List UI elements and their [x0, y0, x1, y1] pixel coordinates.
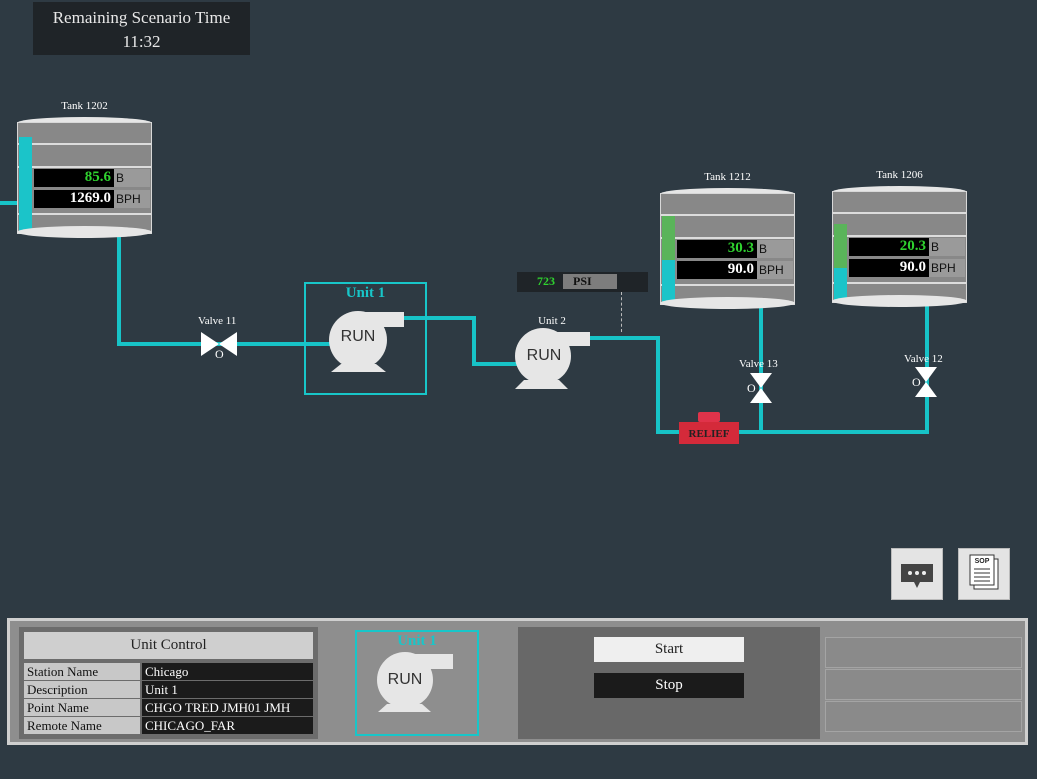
valve-12[interactable]: Valve 12 O: [902, 352, 954, 400]
unit-control-title: Unit Control: [24, 632, 313, 659]
tank-1206-level-unit: B: [929, 238, 965, 256]
valve-11-label: Valve 11: [198, 315, 237, 327]
chat-button[interactable]: [891, 548, 943, 600]
empty-slot: [825, 637, 1022, 668]
tank-1212-level-value: 30.3: [677, 240, 757, 258]
tank-1202-level-unit: B: [114, 169, 150, 187]
row-key: Point Name: [24, 699, 140, 716]
valve-12-state: O: [912, 375, 921, 389]
stop-button[interactable]: Stop: [594, 673, 744, 698]
timer-title: Remaining Scenario Time: [52, 8, 231, 27]
pressure-tap-line: [621, 292, 622, 332]
valve-bowtie-icon: [915, 367, 937, 397]
row-value: CHGO TRED JMH01 JMH: [142, 699, 313, 716]
unit-2-label: Unit 2: [538, 315, 566, 327]
unit-1-status: RUN: [340, 328, 376, 345]
sop-label: SOP: [974, 558, 990, 565]
valve-bowtie-icon: [201, 332, 237, 356]
unit-1-label: Unit 1: [345, 285, 386, 301]
pressure-readout: 723 PSI: [517, 272, 648, 292]
valve-11-state: O: [215, 347, 224, 361]
row-value: Chicago: [142, 663, 313, 680]
tank-1212-level-unit: B: [757, 240, 793, 258]
tank-1212-label: Tank 1212: [704, 171, 751, 183]
valve-11[interactable]: Valve 11 O: [196, 315, 244, 363]
empty-slot: [825, 669, 1022, 700]
selected-unit-status: RUN: [387, 671, 423, 688]
unit-control-panel: Unit Control Station Name Chicago Descri…: [7, 618, 1028, 745]
chat-bubble-icon: [901, 564, 933, 588]
pump-controls: Start Stop: [518, 627, 820, 739]
tank-1202-flow-value: 1269.0: [34, 190, 114, 208]
tank-1202-flow-unit: BPH: [114, 190, 150, 208]
relief-label: RELIEF: [688, 428, 730, 440]
tank-1202-label: Tank 1202: [61, 100, 108, 112]
tank-1202[interactable]: Tank 1202 85.6 B 1269.0 BPH: [17, 100, 152, 238]
row-key: Station Name: [24, 663, 140, 680]
tank-1212-flow-unit: BPH: [757, 261, 793, 279]
row-value: CHICAGO_FAR: [142, 717, 313, 734]
tank-1206[interactable]: Tank 1206 20.3 B 90.0 BPH: [832, 169, 967, 307]
relief-valve[interactable]: RELIEF: [678, 412, 740, 444]
table-row: Description Unit 1: [24, 681, 313, 698]
valve-13-label: Valve 13: [739, 358, 778, 370]
tank-1202-level-value: 85.6: [34, 169, 114, 187]
selected-unit-label: Unit 1: [397, 633, 437, 649]
start-button[interactable]: Start: [594, 637, 744, 662]
relief-valve-icon: [679, 412, 739, 444]
pump-icon: [377, 652, 453, 712]
row-key: Remote Name: [24, 717, 140, 734]
unit-control-table: Unit Control Station Name Chicago Descri…: [19, 627, 318, 739]
sop-document-icon: [969, 554, 999, 590]
table-row: Remote Name CHICAGO_FAR: [24, 717, 313, 734]
selected-unit-pump[interactable]: Unit 1 RUN: [355, 630, 479, 736]
scenario-timer: Remaining Scenario Time 11:32: [33, 2, 250, 55]
valve-bowtie-icon: [750, 373, 772, 403]
row-value: Unit 1: [142, 681, 313, 698]
pump-icon: [515, 328, 590, 389]
sop-button[interactable]: SOP: [958, 548, 1010, 600]
row-key: Description: [24, 681, 140, 698]
unit-2-status: RUN: [526, 347, 562, 364]
pump-icon: [329, 311, 404, 372]
pressure-unit: PSI: [563, 274, 617, 289]
valve-13[interactable]: Valve 13 O: [737, 357, 789, 405]
table-row: Point Name CHGO TRED JMH01 JMH: [24, 699, 313, 716]
tank-1206-level-value: 20.3: [849, 238, 929, 256]
table-row: Station Name Chicago: [24, 663, 313, 680]
tank-1206-flow-value: 90.0: [849, 259, 929, 277]
unit-1-pump[interactable]: Unit 1 RUN: [304, 282, 427, 395]
empty-slot: [825, 701, 1022, 732]
tank-1212-flow-value: 90.0: [677, 261, 757, 279]
unit-2-pump[interactable]: Unit 2 RUN: [512, 314, 594, 392]
valve-12-label: Valve 12: [904, 353, 943, 365]
tank-1206-label: Tank 1206: [876, 169, 923, 181]
tank-1212[interactable]: Tank 1212 30.3 B 90.0 BPH: [660, 171, 795, 309]
pressure-value: 723: [537, 274, 555, 288]
tank-1206-flow-unit: BPH: [929, 259, 965, 277]
valve-13-state: O: [747, 381, 756, 395]
timer-value: 11:32: [122, 32, 161, 51]
